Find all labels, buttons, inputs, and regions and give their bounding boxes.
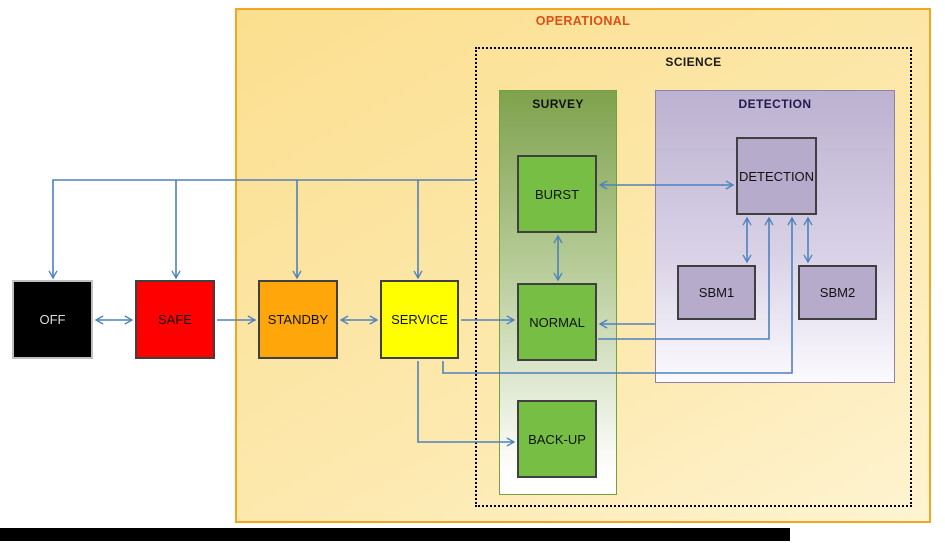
zone-science-label: SCIENCE [665,55,722,69]
state-service: SERVICE [380,280,459,359]
zone-survey-label: SURVEY [532,97,584,111]
zone-detection-label: DETECTION [738,97,812,111]
state-safe-label: SAFE [158,312,192,327]
state-sbm2: SBM2 [798,265,877,320]
state-sbm2-label: SBM2 [819,285,856,300]
state-burst-label: BURST [534,186,580,202]
bottom-black-bar [0,528,790,541]
state-off-label: OFF [39,312,66,327]
zone-operational-label: OPERATIONAL [535,14,631,28]
zone-detection: DETECTION [655,90,895,383]
state-standby: STANDBY [258,280,338,359]
state-normal-label: NORMAL [529,314,585,330]
state-burst: BURST [517,155,597,233]
state-normal: NORMAL [517,283,597,361]
state-off: OFF [12,280,93,359]
state-sbm1: SBM1 [677,265,756,320]
state-standby-label: STANDBY [267,312,329,327]
state-service-label: SERVICE [391,312,448,327]
state-sbm1-label: SBM1 [698,285,735,300]
state-safe: SAFE [135,280,215,359]
state-backup: BACK-UP [517,400,597,478]
state-detection-label: DETECTION [738,168,815,184]
state-detection: DETECTION [736,137,817,215]
state-backup-label: BACK-UP [528,431,586,447]
